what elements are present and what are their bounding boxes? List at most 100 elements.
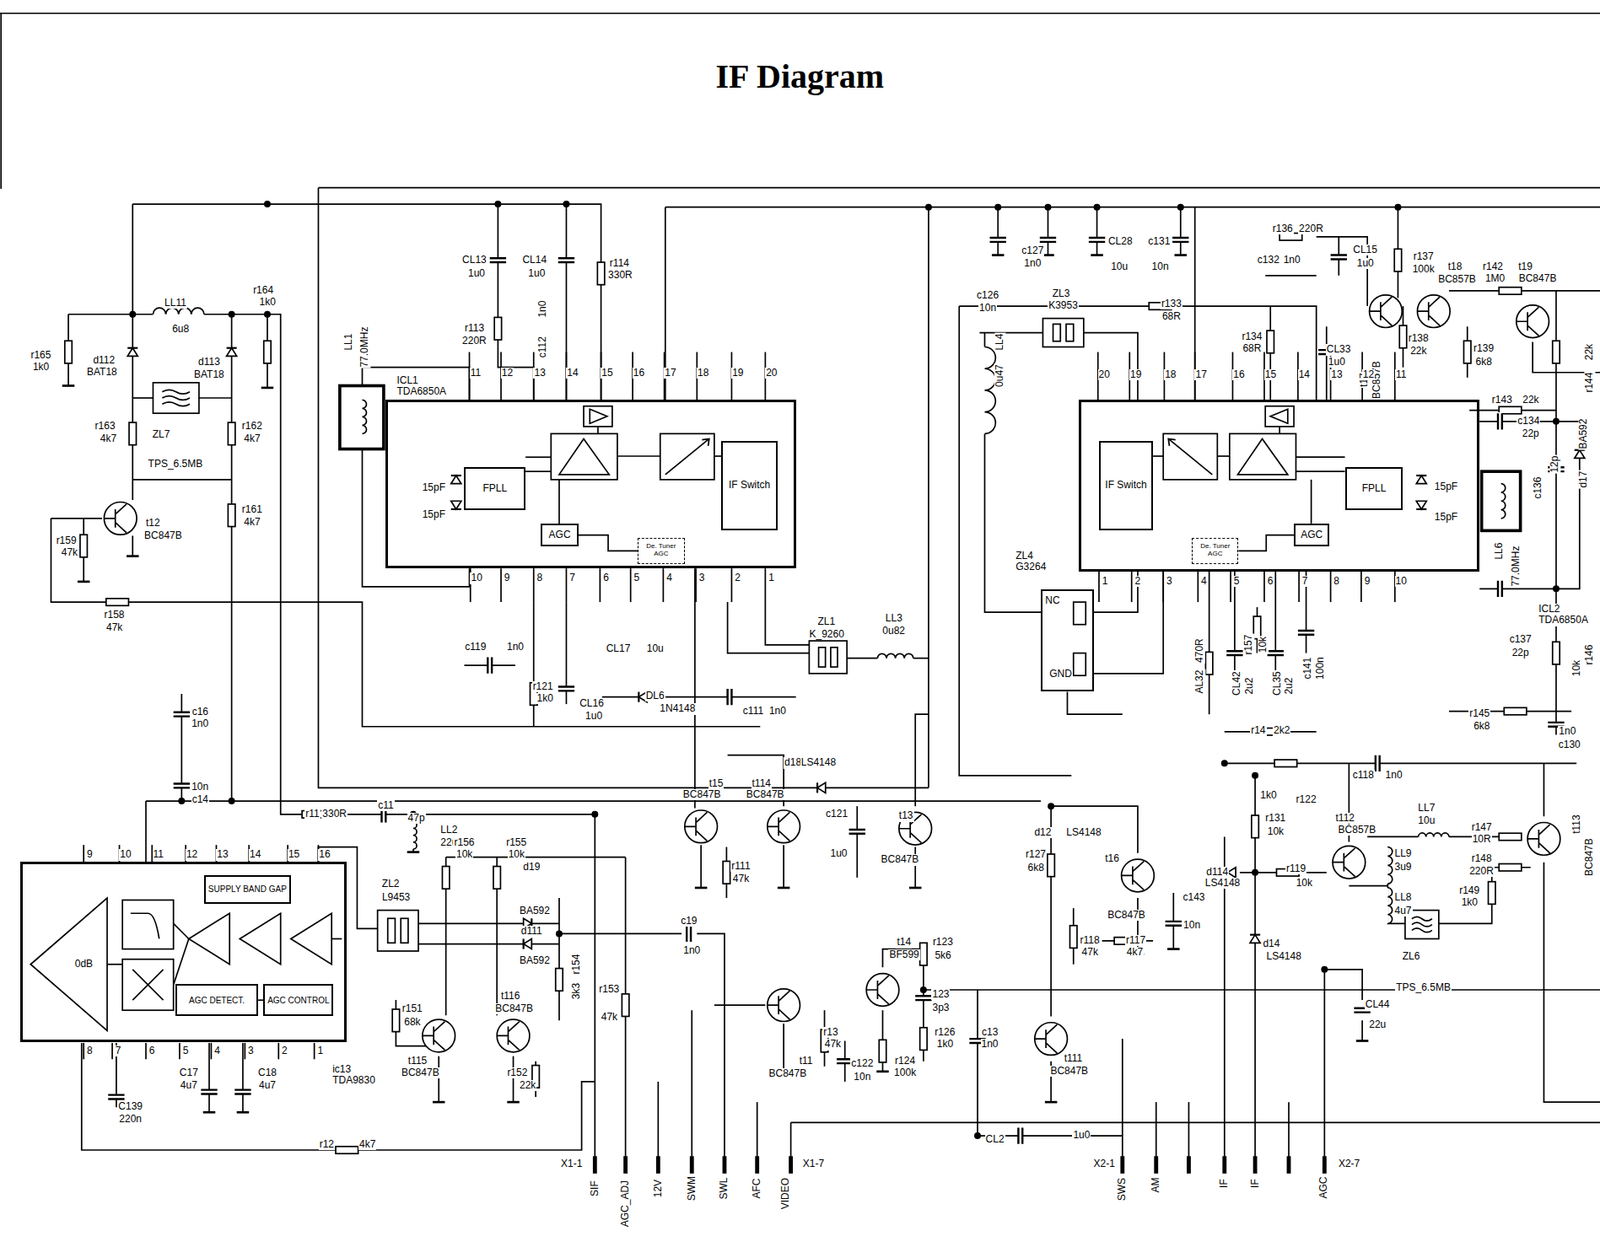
part-label: CL33 xyxy=(1325,344,1353,356)
pin-number: 15 xyxy=(1264,369,1277,381)
block-label: De. Tuner AGC xyxy=(638,543,684,559)
wire xyxy=(82,1043,85,1060)
part-label: BAT18 xyxy=(86,366,119,378)
pin-number: 3 xyxy=(698,572,706,584)
transistor-symbol xyxy=(1121,859,1155,893)
part-label: 2k2 xyxy=(1272,725,1291,737)
wire xyxy=(231,314,233,802)
junction-dot xyxy=(1252,870,1258,876)
pin-number: 19 xyxy=(1129,369,1143,381)
function-block: AGC xyxy=(540,523,579,548)
pin-number: 20 xyxy=(1098,369,1111,381)
wire xyxy=(199,397,232,399)
gain-block xyxy=(1163,433,1218,480)
part-label: r154 xyxy=(571,953,582,976)
amplifier-block xyxy=(1229,433,1297,480)
wire xyxy=(1360,571,1363,603)
part-label: 10k xyxy=(1266,826,1285,838)
part-label: r149 xyxy=(1458,885,1481,897)
part-label: t18 xyxy=(1447,261,1464,273)
part-label: d12 xyxy=(1033,827,1052,839)
junction-dot xyxy=(1321,967,1327,973)
resistor-symbol xyxy=(1498,864,1522,872)
part-label: BC857B xyxy=(1337,824,1378,836)
diagram-title: IF Diagram xyxy=(716,56,885,97)
wire xyxy=(50,518,760,728)
part-label: 0dB xyxy=(74,958,94,970)
capacitor-symbol xyxy=(200,1090,217,1095)
function-block: AGC DETECT. xyxy=(175,984,259,1017)
inductor-symbol xyxy=(1387,847,1392,885)
pin-number: 2 xyxy=(1133,576,1142,588)
part-label: r121 xyxy=(532,681,555,693)
capacitor-symbol xyxy=(107,1095,124,1100)
part-label: IF xyxy=(1249,1178,1261,1190)
part-label: d14 xyxy=(1261,938,1281,950)
connector-pin xyxy=(1120,1156,1125,1175)
part-label: 22p xyxy=(1521,428,1541,440)
part-label: BA592 xyxy=(1578,417,1590,450)
part-label: 2u2 xyxy=(1284,676,1296,695)
buffer-block xyxy=(583,406,613,427)
wire xyxy=(1543,763,1546,817)
ground-symbol xyxy=(126,554,140,558)
part-label: IF xyxy=(1218,1178,1230,1190)
pin-number: 10 xyxy=(469,572,483,584)
part-label: t15 xyxy=(708,778,725,790)
diode-symbol xyxy=(127,348,138,357)
junction-dot xyxy=(592,812,598,818)
part-label: 77.0MHz xyxy=(360,325,372,368)
pin-number: 17 xyxy=(663,367,677,379)
diode-bar xyxy=(127,347,138,350)
resistor-symbol xyxy=(1069,926,1077,949)
wire xyxy=(1098,571,1100,603)
wire xyxy=(418,922,560,925)
wire xyxy=(1330,571,1332,603)
part-label: AFC xyxy=(751,1178,763,1201)
capacitor-gap xyxy=(988,237,1008,243)
lowpass-block xyxy=(122,899,173,949)
part-label: 47k xyxy=(732,873,750,885)
part-label: c130 xyxy=(1557,739,1582,751)
pin-number: 12 xyxy=(501,367,514,379)
junction-dot xyxy=(1222,760,1228,766)
part-label: c121 xyxy=(824,808,849,820)
part-label: 10k xyxy=(507,849,526,861)
part-label: VIDEO xyxy=(780,1177,792,1211)
junction-dot xyxy=(563,201,569,207)
diode-symbol xyxy=(1416,501,1427,510)
pin-number: 9 xyxy=(86,849,94,861)
wire xyxy=(500,568,502,603)
pin-number: 6 xyxy=(148,1045,157,1057)
wire xyxy=(178,1043,181,1060)
part-label: BC847B xyxy=(880,854,921,866)
resistor-symbol xyxy=(1498,833,1522,841)
part-label: 10n xyxy=(1151,261,1170,273)
part-label: r124 xyxy=(894,1055,916,1067)
part-label: 2u2 xyxy=(1244,676,1256,695)
junction-dot xyxy=(556,931,562,937)
capacitor-symbol xyxy=(686,926,691,943)
part-label: LS4148 xyxy=(800,757,837,769)
transistor-symbol xyxy=(1416,295,1450,329)
part-label: SIF xyxy=(589,1179,601,1198)
part-label: d18 xyxy=(783,757,803,769)
wire xyxy=(145,800,1041,803)
part-label: 47k xyxy=(824,1039,842,1051)
part-label: 220R xyxy=(461,335,488,347)
function-block: De. Tuner AGC xyxy=(637,538,685,565)
part-label: 1n0 xyxy=(190,718,210,730)
part-label: 15pF xyxy=(421,509,447,521)
resistor-symbol xyxy=(920,942,927,966)
diode-symbol xyxy=(1249,935,1261,944)
wire xyxy=(602,696,797,699)
wire xyxy=(1265,274,1316,277)
capacitor-gap xyxy=(557,258,577,263)
part-label: BC847B xyxy=(1583,837,1595,878)
filter-wave xyxy=(1411,916,1433,932)
part-label: c112 xyxy=(537,335,549,359)
part-label: t116 xyxy=(500,991,521,1003)
inductor-symbol xyxy=(1501,484,1506,519)
pin-name: GND xyxy=(1048,668,1073,680)
wire xyxy=(1217,455,1230,458)
